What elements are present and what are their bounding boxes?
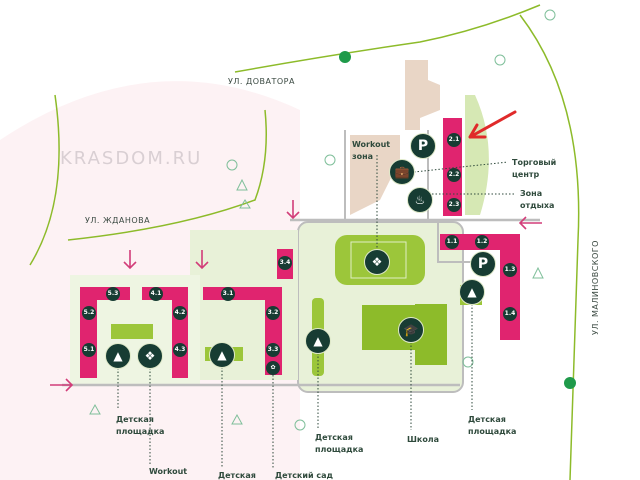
green-lawn [111, 324, 153, 339]
plaza-area [350, 135, 400, 215]
bus-stop-icon [339, 51, 351, 63]
label-workout-zone: Workout зона [352, 139, 390, 163]
label-line: отдыха [520, 201, 555, 210]
entrance-arrow-icon [195, 250, 209, 270]
building-1-side [500, 234, 520, 340]
entrance-arrow-icon [50, 378, 74, 392]
building-number[interactable]: 2.3 [447, 198, 461, 212]
tree-icon [494, 54, 506, 66]
street-label-dovatora: УЛ. ДОВАТОРА [228, 77, 295, 86]
label-line: площадка [116, 427, 165, 436]
building-number[interactable]: 4.2 [173, 306, 187, 320]
dumbbell-icon[interactable]: ❖ [137, 343, 163, 369]
playground-slide-icon[interactable]: ▲ [459, 279, 485, 305]
entrance-arrow-icon [123, 250, 137, 270]
street-zhdanova [67, 109, 267, 241]
building-number[interactable]: 1.3 [503, 263, 517, 277]
label-line: Зона [520, 189, 543, 198]
green-strip [465, 95, 489, 215]
tree-icon [294, 419, 306, 431]
label-line: Детская [116, 415, 154, 424]
bus-stop-icon [564, 377, 576, 389]
building-number[interactable]: 3.4 [278, 256, 292, 270]
playground-slide-icon[interactable]: ▲ [105, 343, 131, 369]
building-number[interactable]: 3.3 [266, 343, 280, 357]
street-dovatora [234, 4, 541, 73]
building-4-side [172, 287, 188, 378]
field-lines [350, 241, 407, 279]
label-playground: Детская площадка [116, 414, 164, 438]
building-5-side [80, 287, 97, 378]
building-number[interactable]: 2.2 [447, 168, 461, 182]
building-number[interactable]: 5.2 [82, 306, 96, 320]
street-left [29, 94, 60, 266]
rest-zone-icon[interactable]: ♨ [407, 187, 433, 213]
tree-icon [544, 9, 556, 21]
building-number[interactable]: 1.4 [503, 307, 517, 321]
building-number[interactable]: 2.1 [447, 133, 461, 147]
building-number[interactable]: 3.2 [266, 306, 280, 320]
playground-slide-icon[interactable]: ▲ [305, 328, 331, 354]
building-number[interactable]: 3.1 [221, 287, 235, 301]
label-line: Детская [315, 433, 353, 442]
school-cap-icon[interactable]: 🎓 [398, 317, 424, 343]
briefcase-icon[interactable]: 💼 [389, 159, 415, 185]
label-kindergarten: Детский сад [275, 471, 333, 480]
entrance-arrow-icon [286, 200, 300, 220]
label-rest-zone: Зона отдыха [520, 188, 554, 212]
kindergarten-icon[interactable]: ✿ [266, 361, 280, 375]
building-number[interactable]: 5.3 [106, 287, 120, 301]
building-number[interactable]: 4.3 [173, 343, 187, 357]
parking-icon[interactable]: P [470, 251, 496, 277]
dumbbell-icon[interactable]: ❖ [364, 249, 390, 275]
parking-icon[interactable]: P [410, 133, 436, 159]
building-number[interactable]: 4.1 [149, 287, 163, 301]
label-playground: Детская площадка [315, 432, 363, 456]
street-label-zhdanova: УЛ. ЖДАНОВА [85, 216, 151, 225]
fir-tree-icon [89, 178, 544, 425]
label-line: Торговый [512, 158, 557, 167]
label-workout: Workout [149, 467, 188, 476]
entrance-arrow-icon [518, 216, 542, 230]
entrance-arrows [50, 200, 542, 392]
street-label-malinovskogo: УЛ. МАЛИНОВСКОГО [590, 240, 600, 335]
label-playground: Детская [218, 471, 256, 480]
label-line: площадка [315, 445, 364, 454]
building-number[interactable]: 5.1 [82, 343, 96, 357]
label-line: центр [512, 170, 540, 179]
label-line: площадка [468, 427, 517, 436]
label-line: зона [352, 152, 374, 161]
pointer-arrow-icon [468, 110, 517, 139]
mall-area [405, 60, 440, 130]
trees [89, 9, 556, 431]
leader-lines [117, 155, 516, 468]
street-malinovskogo [519, 14, 580, 480]
building-number[interactable]: 1.1 [445, 235, 459, 249]
tree-icon [462, 356, 474, 368]
label-playground: Детская площадка [468, 414, 516, 438]
playground-slide-icon[interactable]: ▲ [209, 342, 235, 368]
label-shopping-center: Торговый центр [512, 157, 556, 181]
tree-icon [324, 154, 336, 166]
tree-icon [226, 159, 238, 171]
label-line: Workout [352, 140, 391, 149]
watermark: KRASDOM.RU [60, 148, 203, 169]
building-number[interactable]: 1.2 [475, 235, 489, 249]
label-line: Детская [468, 415, 506, 424]
label-school: Школа [407, 435, 440, 444]
